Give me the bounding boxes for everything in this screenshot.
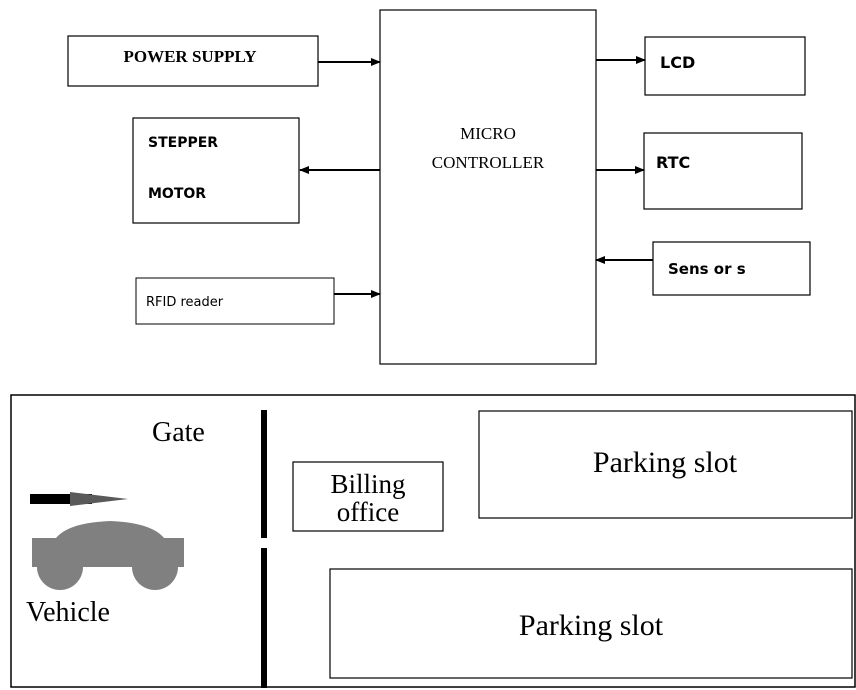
gate-bar-top <box>261 410 267 538</box>
sensors-block: Sens or s <box>652 241 811 296</box>
microcontroller-label-line2: CONTROLLER <box>432 153 545 172</box>
rtc-label: RTC <box>656 153 690 172</box>
vehicle-label: Vehicle <box>26 597 110 628</box>
rfid-reader-block: RFID reader <box>135 277 335 325</box>
stepper-motor-block: STEPPER MOTOR <box>132 117 300 224</box>
lcd-label: LCD <box>660 53 695 72</box>
parking-slot-top: Parking slot <box>478 410 853 519</box>
stepper-label-line1: STEPPER <box>148 135 218 151</box>
lcd-block: LCD <box>644 36 806 96</box>
gate-bar-bottom <box>261 548 267 688</box>
vehicle-icon <box>32 521 184 590</box>
billing-office-label-line2: office <box>337 497 399 527</box>
power-supply-block: POWER SUPPLY <box>67 35 319 87</box>
rfid-reader-label: RFID reader <box>146 295 224 310</box>
power-supply-label: POWER SUPPLY <box>123 47 256 66</box>
microcontroller-block: MICRO CONTROLLER <box>379 9 597 365</box>
direction-arrow-icon <box>30 492 128 506</box>
parking-slot-top-label: Parking slot <box>593 446 738 479</box>
rtc-block: RTC <box>643 132 803 210</box>
parking-layout-diagram: Gate Billing office Parking slot Parking… <box>10 394 856 688</box>
stepper-label-line2: MOTOR <box>148 186 206 202</box>
block-diagram: POWER SUPPLY STEPPER MOTOR RFID reader M… <box>67 9 811 365</box>
parking-slot-bottom: Parking slot <box>329 568 853 679</box>
billing-office-label-line1: Billing <box>330 469 405 499</box>
microcontroller-label-line1: MICRO <box>460 124 516 143</box>
sensors-label: Sens or s <box>668 260 746 278</box>
gate-label: Gate <box>152 417 205 448</box>
billing-office: Billing office <box>292 461 444 532</box>
parking-slot-bottom-label: Parking slot <box>519 609 664 642</box>
